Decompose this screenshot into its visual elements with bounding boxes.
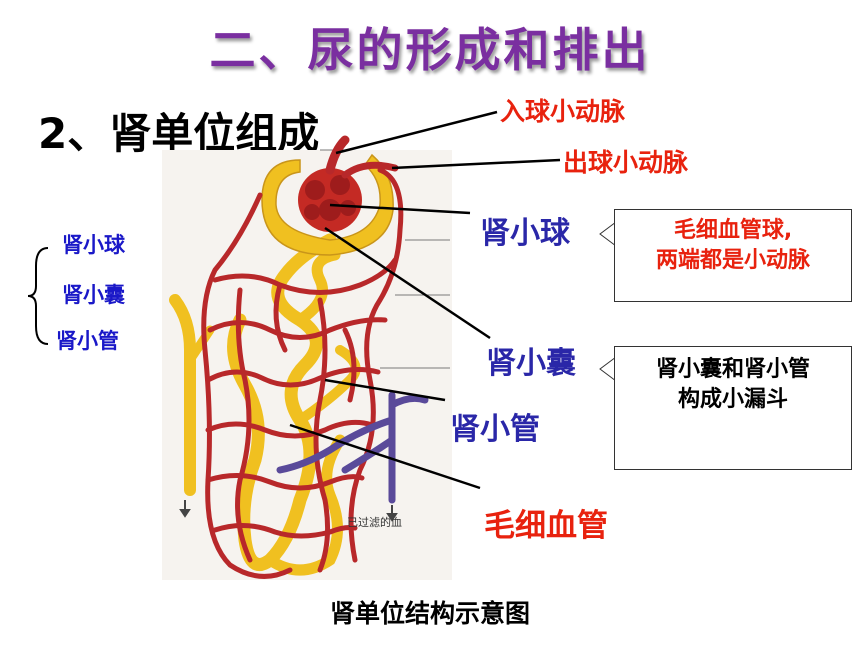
label-glomerulus: 肾小球 xyxy=(480,216,570,251)
callout-pointer xyxy=(599,356,617,382)
label-capillary: 毛细血管 xyxy=(484,508,608,544)
filtered-blood-note: 已过滤的血 xyxy=(347,516,402,529)
callout-line: 毛细血管球, xyxy=(673,218,793,243)
callout-line: 两端都是小动脉 xyxy=(655,247,810,273)
callout-glomerulus-note: 毛细血管球, 两端都是小动脉 xyxy=(614,209,852,302)
flow-arrows xyxy=(179,500,398,522)
collecting-duct xyxy=(169,294,196,496)
callout-line: 肾小囊和肾小管 xyxy=(655,357,810,382)
section-subtitle: 2、肾单位组成 xyxy=(38,109,320,158)
side-list-item-capsule: 肾小囊 xyxy=(62,283,125,307)
callout-line: 构成小漏斗 xyxy=(677,386,788,412)
pointer-lines xyxy=(289,110,561,490)
capillary-network xyxy=(201,167,404,579)
brace-icon xyxy=(27,247,49,345)
side-list-item-tubule: 肾小管 xyxy=(56,329,119,353)
efferent-arteriole xyxy=(341,161,399,179)
glomerulus xyxy=(298,168,362,232)
renal-tubule xyxy=(227,233,337,571)
side-list-item-glomerulus: 肾小球 xyxy=(62,233,125,257)
callout-pointer xyxy=(599,221,617,247)
renal-vein xyxy=(276,391,429,504)
label-efferent-arteriole: 出球小动脉 xyxy=(563,148,689,177)
slide-title: 二、尿的形成和排出 xyxy=(209,23,651,77)
label-renal-tubule: 肾小管 xyxy=(450,412,540,447)
label-renal-capsule: 肾小囊 xyxy=(486,346,576,381)
figure-caption: 肾单位结构示意图 xyxy=(329,599,530,628)
renal-capsule xyxy=(261,153,394,256)
callout-capsule-note: 肾小囊和肾小管 构成小漏斗 xyxy=(614,346,852,470)
label-afferent-arteriole: 入球小动脉 xyxy=(500,97,626,126)
